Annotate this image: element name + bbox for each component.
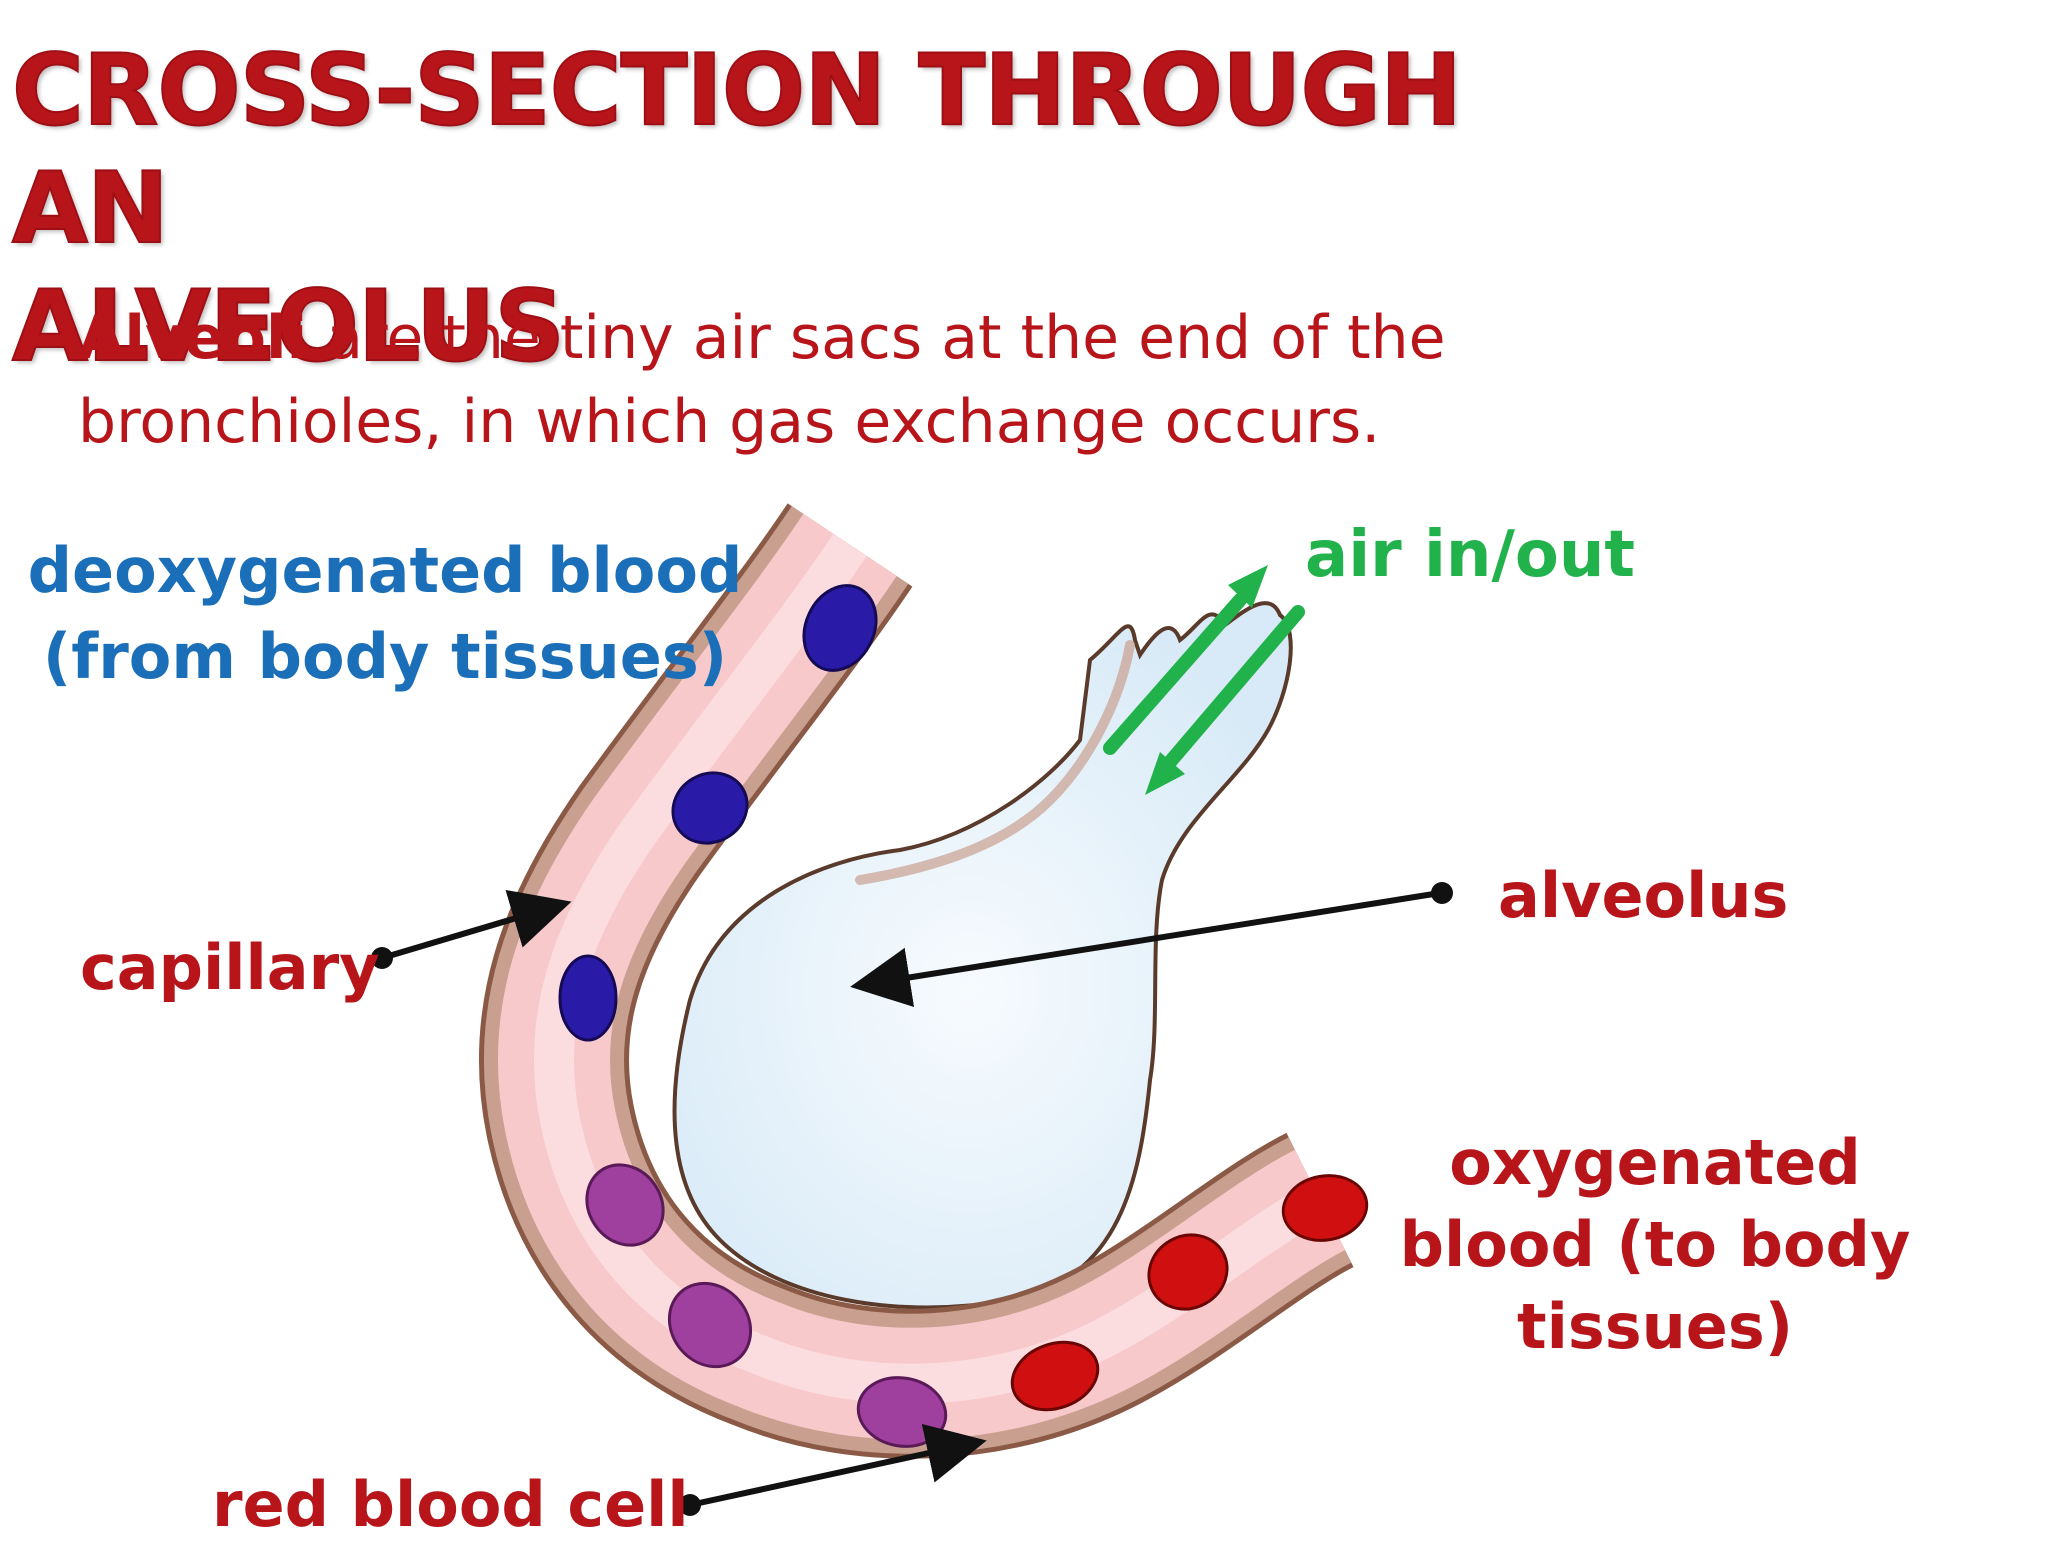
label-pointers: [371, 882, 1453, 1516]
intro-line-2: bronchioles, in which gas exchange occur…: [78, 387, 1381, 457]
red-blood-cell: [1147, 1233, 1229, 1311]
title-line-2: ALVEOLUS: [11, 269, 566, 385]
deoxygenated-line-2: (from body tissues): [42, 620, 728, 693]
air-flow-arrows: [1103, 565, 1305, 795]
air-in-out-label: air in/out: [1305, 518, 1635, 592]
red-blood-cells: [558, 584, 1369, 1448]
intro-text: Alveoli are the tiny air sacs at the end…: [78, 296, 1638, 464]
alveolus-label: alveolus: [1498, 859, 1789, 932]
red-blood-cell: [1010, 1340, 1100, 1412]
deoxygenated-line-1: deoxygenated blood: [27, 534, 743, 607]
intro-term: Alveoli: [78, 303, 308, 373]
red-blood-cell: [667, 1281, 753, 1369]
red-blood-cell: [1281, 1174, 1369, 1242]
capillary-label: capillary: [80, 931, 380, 1004]
alveolus-sac: [672, 601, 1293, 1310]
oxygenated-line-3: tissues): [1516, 1290, 1794, 1363]
oxygenated-line-2: blood (to body: [1399, 1208, 1911, 1281]
red-blood-cell: [671, 771, 749, 845]
capillary-tube: [478, 503, 1355, 1459]
red-blood-cell: [558, 954, 618, 1042]
intro-line-1: are the tiny air sacs at the end of the: [307, 303, 1446, 373]
title-line-1: CROSS-SECTION THROUGH AN: [11, 33, 1463, 267]
oxygenated-blood-label: oxygenated blood (to body tissues): [1395, 1122, 1915, 1368]
deoxygenated-blood-label: deoxygenated blood (from body tissues): [24, 528, 746, 700]
oxygenated-line-1: oxygenated: [1449, 1126, 1861, 1199]
red-blood-cell: [585, 1163, 665, 1247]
page-title: CROSS-SECTION THROUGH AN ALVEOLUS: [11, 32, 1512, 386]
red-blood-cell-label: red blood cell: [212, 1468, 689, 1541]
red-blood-cell: [802, 584, 878, 672]
